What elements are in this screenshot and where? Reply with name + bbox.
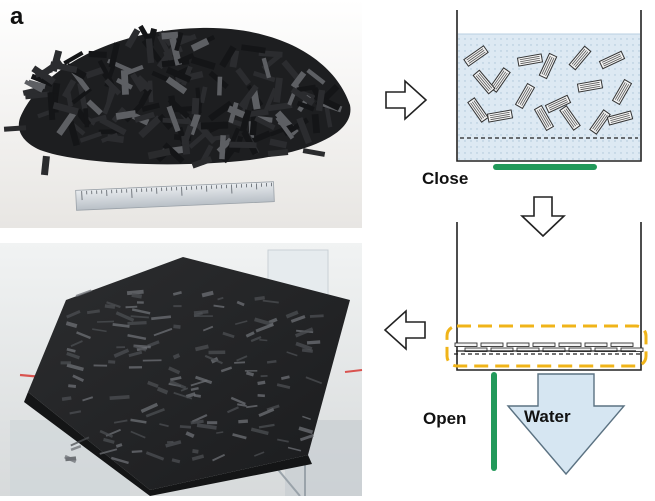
dispersion-tank: Close	[422, 10, 641, 188]
water-label: Water	[524, 407, 571, 426]
chopped-tapes-photo	[0, 0, 362, 228]
panel-label: a	[10, 3, 24, 30]
tape-strip	[88, 51, 106, 58]
settled-tapes	[455, 343, 643, 352]
tape-strip	[229, 142, 256, 148]
settled-tape	[507, 343, 529, 347]
arrow-right-icon	[386, 81, 426, 119]
tape-strip	[217, 77, 222, 96]
draining-tank: Open Water	[423, 222, 646, 474]
open-label: Open	[423, 409, 466, 428]
tape-strip	[201, 122, 228, 130]
settled-tape	[481, 343, 503, 347]
settled-tape	[455, 343, 477, 347]
arrow-down-icon	[522, 197, 564, 236]
close-label: Close	[422, 169, 468, 188]
settled-tape	[585, 343, 607, 347]
settled-tape	[533, 343, 555, 347]
tape-strip	[192, 98, 200, 115]
molded-sheet-photo	[0, 243, 362, 496]
settled-tape	[611, 343, 633, 347]
settled-tape	[559, 343, 581, 347]
arrow-left-icon	[385, 311, 425, 349]
